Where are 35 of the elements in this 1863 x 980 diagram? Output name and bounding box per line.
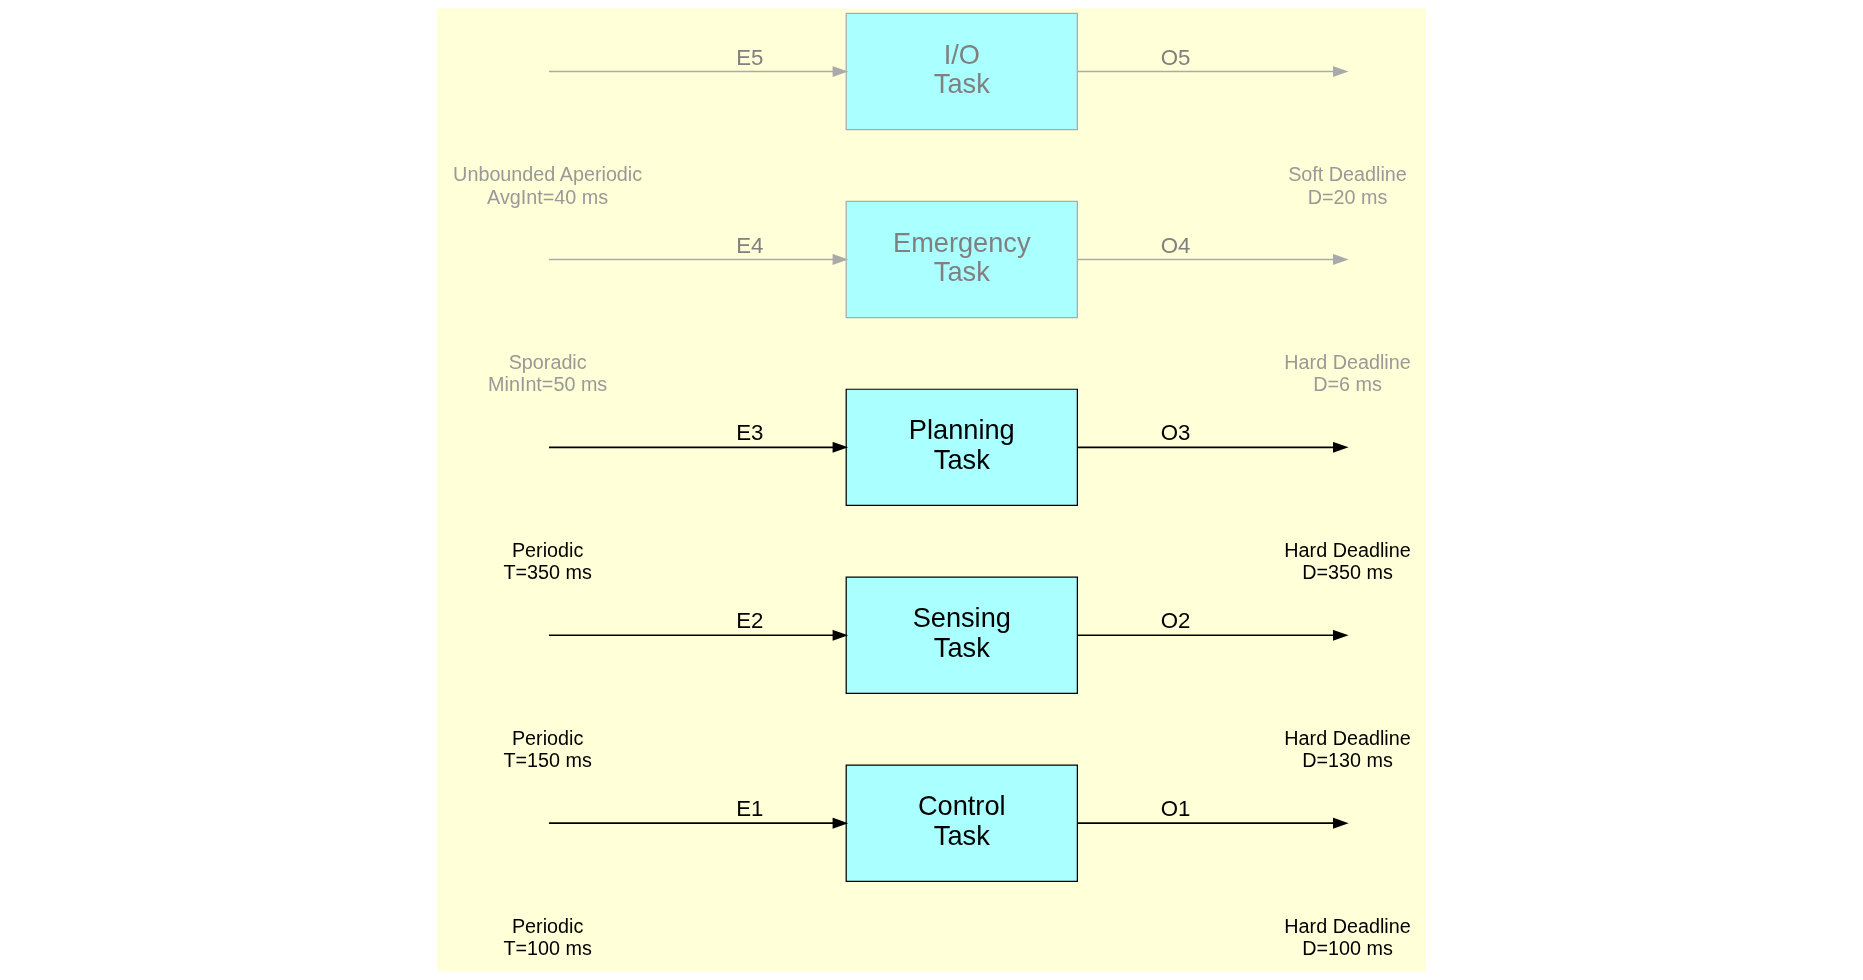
edge-label: E1 bbox=[736, 796, 764, 822]
arrow bbox=[1076, 253, 1349, 265]
edge-label: O3 bbox=[1160, 420, 1191, 446]
arrow bbox=[548, 817, 849, 829]
edge-label: E2 bbox=[736, 608, 764, 634]
label: Unbounded Aperiodic AvgInt=40 ms bbox=[453, 163, 643, 208]
label: Hard Deadline D=100 ms bbox=[1284, 914, 1411, 960]
edge-label: E3 bbox=[736, 420, 764, 446]
arrow bbox=[1076, 629, 1349, 641]
label: Hard Deadline D=130 ms bbox=[1284, 727, 1411, 772]
arrow bbox=[548, 66, 849, 77]
label: Hard Deadline D=6 ms bbox=[1284, 351, 1411, 396]
label: Periodic T=150 ms bbox=[503, 727, 592, 772]
label: Soft Deadline D=20 ms bbox=[1288, 163, 1407, 208]
label: Periodic T=100 ms bbox=[503, 914, 592, 960]
edge-label: E4 bbox=[736, 232, 764, 258]
arrow bbox=[1076, 441, 1349, 453]
arrow bbox=[1076, 817, 1349, 829]
node-box: Planning Task bbox=[845, 388, 1078, 507]
arrow bbox=[548, 253, 849, 265]
node-box: Control Task bbox=[845, 764, 1078, 882]
edge-label: O1 bbox=[1160, 796, 1191, 822]
node-box: Emergency Task bbox=[845, 200, 1078, 319]
arrow bbox=[548, 441, 849, 453]
label: Periodic T=350 ms bbox=[503, 539, 592, 584]
label: Sporadic MinInt=50 ms bbox=[488, 351, 608, 396]
arrow bbox=[1076, 66, 1349, 77]
arrow bbox=[548, 629, 849, 641]
node-box: Sensing Task bbox=[845, 576, 1078, 694]
label: Hard Deadline D=350 ms bbox=[1284, 539, 1411, 584]
edge-label: O2 bbox=[1160, 608, 1191, 634]
edge-label: O5 bbox=[1160, 44, 1191, 70]
node-box: I/O Task bbox=[845, 12, 1078, 131]
edge-label: E5 bbox=[736, 44, 764, 70]
edge-label: O4 bbox=[1160, 232, 1191, 258]
